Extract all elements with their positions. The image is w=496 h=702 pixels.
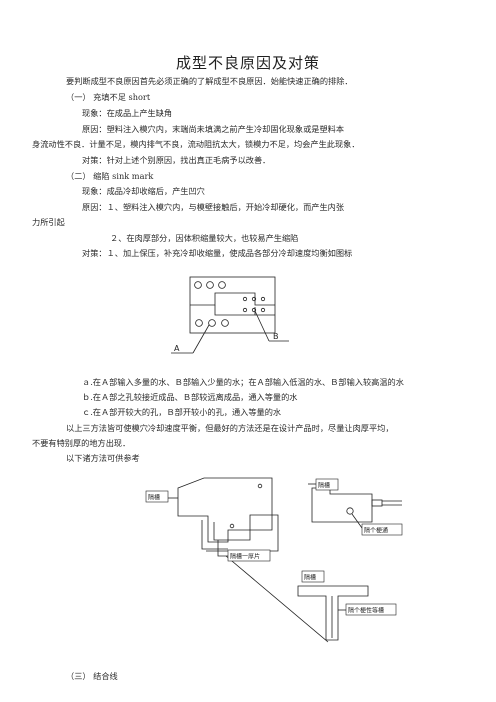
mold-parting-line-top	[190, 292, 275, 306]
cooling-hole-a	[194, 281, 202, 289]
s1-cause-line-1: 原因：塑料注入模穴内，末端尚未填满之前产生冷却固化现象或是塑料本	[82, 124, 345, 134]
item-a: ａ.在Ａ部输入多量的水、Ｂ部输入少量的水；在Ａ部输入低温的水、Ｂ部输入较高温的水	[82, 377, 404, 387]
fig2-label-4: 隔个梗通	[364, 527, 388, 535]
cooling-hole-b	[260, 307, 266, 313]
leader-b	[254, 310, 270, 342]
right-cooling-hole	[346, 507, 354, 515]
left-channel-outer	[206, 514, 279, 552]
label-box	[227, 549, 271, 562]
figure-cooling-methods: 隔槽 隔槽一厚片 隔槽 隔个梗通 隔槽 隔个梗性等槽	[145, 477, 403, 643]
intro-text: 要判断成型不良原因首先必须正确的了解成型不良原因．始能快速正确的排除．	[66, 76, 353, 86]
mold-cavity	[214, 305, 256, 316]
leader-a	[192, 324, 210, 354]
figure-mold-cooling: A B	[171, 276, 289, 354]
cooling-hole-b	[251, 296, 257, 302]
left-channel-inner	[201, 520, 228, 550]
cooling-hole-a	[195, 319, 203, 327]
fig2-label-6: 隔个梗性等槽	[348, 607, 384, 615]
fig2-label-3: 隔槽	[318, 482, 330, 490]
summary-line-2: 不要有特别厚的地方出现．	[32, 438, 131, 448]
fig2-label-1: 隔槽	[148, 494, 160, 502]
label-box	[361, 523, 403, 536]
s2-phenomenon: 现象：成品冷却收缩后，产生凹穴	[82, 186, 205, 196]
section-2-heading: （二） 缩陷 sink mark	[66, 171, 154, 181]
label-box	[145, 490, 169, 503]
item-c: ｃ.在Ａ部开较大的孔，Ｂ部开较小的孔，通入等量的水	[82, 407, 282, 417]
tie-line	[225, 555, 329, 643]
cooling-hole-a	[208, 319, 216, 327]
cooling-hole-b	[242, 296, 248, 302]
label-b: B	[273, 332, 279, 341]
fig2-label-2: 隔槽一厚片	[230, 553, 260, 561]
right-inlet-pipe	[371, 499, 383, 507]
cooling-hole-b	[251, 307, 257, 313]
s2-cause1-line-1: 原因：１、塑料注入模穴内，与模壁接触后，开始冷却硬化，而产生内张	[82, 202, 345, 212]
s2-solution: 对策：１、加上保压，补充冷却收缩量，使成品各部分冷却速度均衡如图标	[82, 248, 353, 258]
mold-block-right	[311, 487, 373, 523]
label-box	[315, 478, 339, 491]
section-3-heading: （三） 结合线	[66, 671, 118, 681]
left-channel-port	[257, 483, 263, 489]
label-box	[301, 570, 325, 583]
leader-left-bottom	[217, 540, 228, 557]
s1-solution: 对策：针对上述个别原因，找出真正毛病予以改善．	[82, 155, 271, 165]
cooling-hole-b	[260, 296, 266, 302]
cooling-hole-a	[221, 319, 229, 327]
s1-phenomenon: 现象：在成品上产生缺角	[82, 108, 173, 118]
cooling-hole-a	[218, 281, 226, 289]
cooling-hole-b	[242, 307, 248, 313]
left-channel-port	[229, 523, 235, 529]
label-box	[345, 603, 397, 616]
page-title: 成型不良原因及对策	[175, 54, 320, 72]
mold-block-left	[177, 477, 273, 543]
t-mold-block	[297, 585, 369, 641]
reference-note: 以下诸方法可供参考	[66, 453, 140, 463]
cooling-hole-a	[206, 281, 214, 289]
leader-right-label	[351, 513, 363, 529]
s1-cause-line-2: 身流动性不良．计量不足，模内排气不良，流动阻抗太大，锁模力不足，均会产生此现象．	[32, 139, 360, 149]
summary-line-1: 以上三方法皆可使模穴冷却速度平衡，但最好的方法还是在设计产品时，尽量让肉厚平均，	[66, 423, 394, 433]
s2-cause2: ２、在肉厚部分，因体积缩量较大，也较易产生缩陷	[110, 233, 299, 243]
fig2-label-5: 隔槽	[304, 574, 316, 582]
label-a: A	[174, 344, 180, 353]
s2-cause1-line-2: 力所引起	[32, 217, 65, 227]
section-1-heading: （一） 充填不足 short	[66, 92, 151, 102]
item-b: ｂ.在Ａ部之孔较接近成品、Ｂ部较远离成品，通入等量的水	[82, 392, 298, 402]
